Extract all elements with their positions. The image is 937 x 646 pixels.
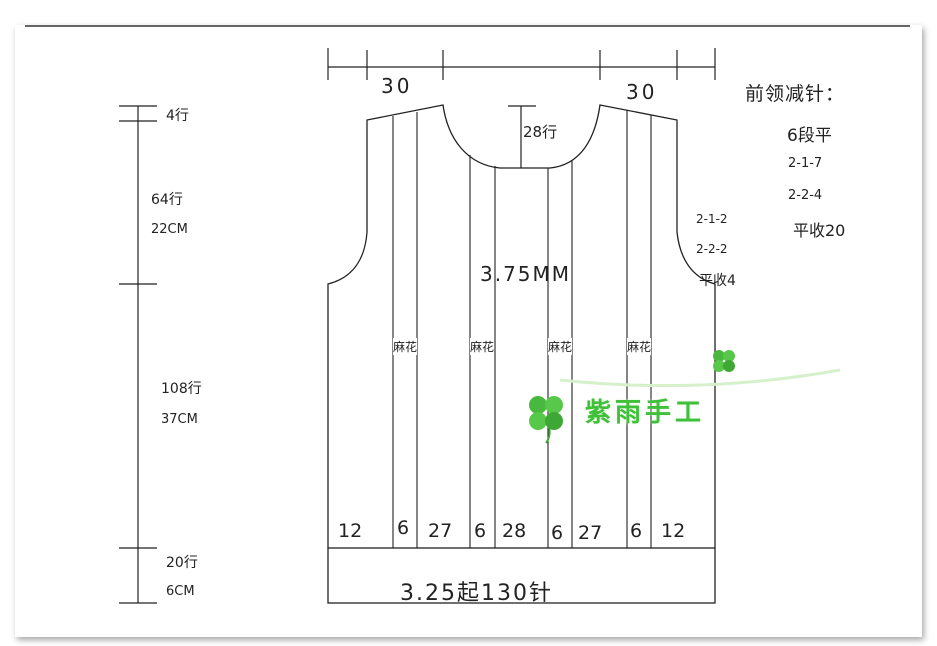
stitch-count: 27 <box>578 522 603 544</box>
paper-sheet <box>15 25 922 637</box>
cast-on-label: 3.25起130针 <box>400 581 553 606</box>
stitch-count: 6 <box>630 520 643 542</box>
watermark-swoosh <box>559 368 841 388</box>
neck-decrease-step: 2-1-7 <box>788 156 823 171</box>
row-label: 20行 <box>166 555 198 571</box>
cable-label: 麻花 <box>627 338 652 355</box>
top-width-left: 30 <box>381 74 413 98</box>
row-label: 108行 <box>161 381 202 397</box>
cable-label: 麻花 <box>470 338 495 355</box>
needle-gauge-label: 3.75MM <box>480 262 572 286</box>
top-width-dimension <box>327 48 716 80</box>
clover-icon <box>529 396 563 444</box>
neck-decrease-step: 6段平 <box>787 126 832 146</box>
front-panel-outline <box>327 104 716 548</box>
ribbing-band <box>327 547 716 604</box>
row-scale-left <box>119 105 157 604</box>
watermark-text: 紫雨手工 <box>585 398 706 428</box>
armhole-decrease: 平收4 <box>699 273 736 289</box>
stitch-count: 6 <box>474 520 487 542</box>
cable-label: 麻花 <box>548 338 573 355</box>
clover-icon-small <box>713 350 735 372</box>
top-width-right: 30 <box>626 80 658 104</box>
row-label: 4行 <box>166 108 189 124</box>
cm-label: 6CM <box>166 584 195 599</box>
neck-depth-marker <box>508 105 536 168</box>
stitch-count: 12 <box>661 520 686 542</box>
stitch-count: 12 <box>338 520 363 542</box>
neck-depth-label: 28行 <box>523 123 558 141</box>
stitch-count: 6 <box>551 522 564 544</box>
stitch-count: 27 <box>428 520 453 542</box>
armhole-decrease: 2-1-2 <box>696 212 728 226</box>
cm-label: 37CM <box>161 412 198 427</box>
cable-label: 麻花 <box>393 338 418 355</box>
stitch-count: 28 <box>502 520 527 542</box>
cable-column-lines <box>392 110 652 548</box>
cm-label: 22CM <box>151 222 188 237</box>
stitch-count: 6 <box>397 517 410 539</box>
neck-decrease-step: 平收20 <box>793 221 846 240</box>
armhole-decrease: 2-2-2 <box>696 242 728 256</box>
row-label: 64行 <box>151 192 183 208</box>
neck-decrease-step: 2-2-4 <box>788 188 823 203</box>
neck-decrease-title: 前领减针： <box>745 83 846 105</box>
